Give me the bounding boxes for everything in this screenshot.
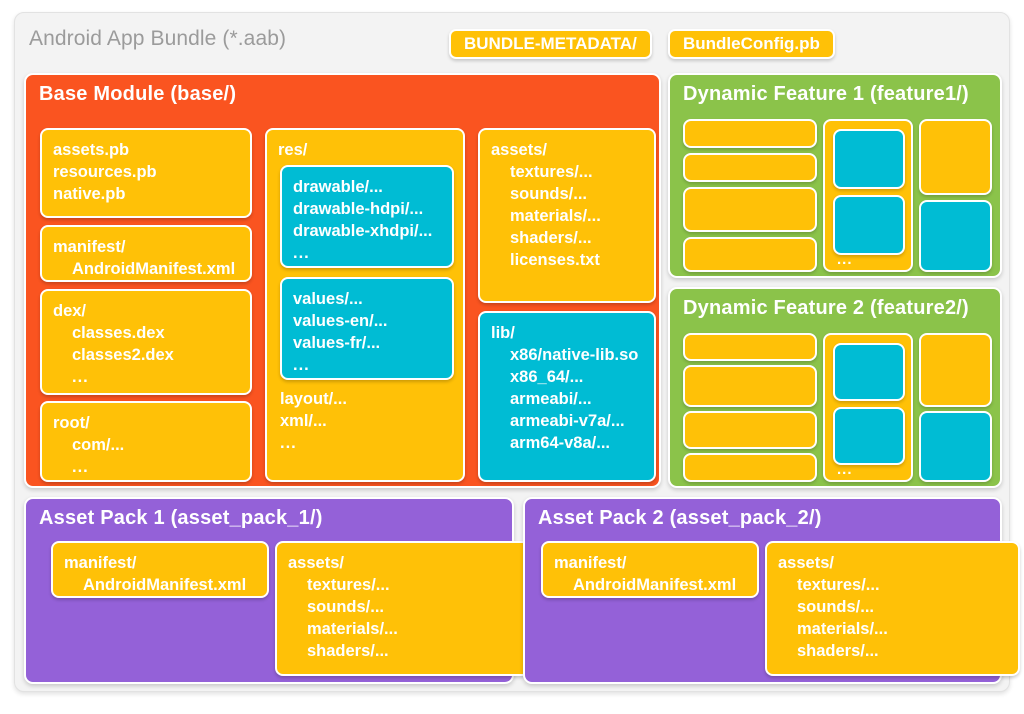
base-assets-card: assets/ textures/... sounds/... material… [478, 128, 656, 303]
card-line: manifest/ [64, 554, 137, 572]
asset-pack-1-title: Asset Pack 1 (asset_pack_1/) [39, 507, 323, 529]
base-manifest-card: manifest/ AndroidManifest.xml [40, 225, 252, 282]
card-line: arm64-v8a/... [510, 434, 610, 452]
card-line: shaders/... [510, 229, 592, 247]
feature-placeholder-group: ... [823, 333, 913, 482]
feature-placeholder-block [683, 333, 817, 361]
feature-placeholder-group: ... [823, 119, 913, 272]
card-line: dex/ [53, 302, 87, 320]
feature-placeholder-block [833, 407, 905, 465]
card-line: shaders/... [797, 642, 879, 660]
bundle-metadata-chip[interactable]: BUNDLE-METADATA/ [449, 29, 652, 59]
feature-placeholder-block [683, 365, 817, 407]
feature-placeholder-block [919, 411, 992, 482]
base-res-values-card: values/... values-en/... values-fr/... .… [280, 277, 454, 380]
base-proto-card: assets.pb resources.pb native.pb [40, 128, 252, 218]
base-lib-card: lib/ x86/native-lib.so x86_64/... armeab… [478, 311, 656, 482]
dynamic-feature-1-panel: Dynamic Feature 1 (feature1/) ... [668, 73, 1002, 278]
card-line: native.pb [53, 185, 126, 203]
card-line: ... [293, 244, 310, 262]
asset-pack-1-assets-card: assets/ textures/... sounds/... material… [275, 541, 530, 676]
dynamic-feature-1-title: Dynamic Feature 1 (feature1/) [683, 83, 969, 105]
base-module-title: Base Module (base/) [39, 83, 237, 105]
feature-placeholder-block [683, 237, 817, 272]
card-line: AndroidManifest.xml [573, 576, 737, 594]
card-line: manifest/ [554, 554, 627, 572]
card-line: assets.pb [53, 141, 130, 159]
card-line: materials/... [307, 620, 398, 638]
card-line: assets/ [778, 554, 834, 572]
base-res-drawable-card: drawable/... drawable-hdpi/... drawable-… [280, 165, 454, 268]
card-line: manifest/ [53, 238, 126, 256]
card-line: com/... [72, 436, 125, 454]
card-line: values-fr/... [293, 334, 381, 352]
asset-pack-2-manifest-card: manifest/ AndroidManifest.xml [541, 541, 759, 598]
card-line: sounds/... [797, 598, 875, 616]
feature-placeholder-block [919, 200, 992, 272]
feature-placeholder-block [683, 153, 817, 182]
asset-pack-1-manifest-card: manifest/ AndroidManifest.xml [51, 541, 269, 598]
card-line: licenses.txt [510, 251, 600, 269]
feature-placeholder-block [919, 119, 992, 195]
card-line: drawable-hdpi/... [293, 200, 424, 218]
dynamic-feature-2-title: Dynamic Feature 2 (feature2/) [683, 297, 969, 319]
page-title: Android App Bundle (*.aab) [29, 27, 287, 50]
card-line: res/ [278, 141, 308, 159]
feature-placeholder-block [919, 333, 992, 407]
card-line: x86_64/... [510, 368, 584, 386]
base-dex-card: dex/ classes.dex classes2.dex ... [40, 289, 252, 395]
card-line: sounds/... [307, 598, 385, 616]
card-line: AndroidManifest.xml [72, 260, 236, 278]
bundle-config-chip[interactable]: BundleConfig.pb [668, 29, 835, 59]
feature-placeholder-block [833, 343, 905, 401]
card-line: values/... [293, 290, 363, 308]
card-line: ... [72, 458, 89, 476]
card-line: sounds/... [510, 185, 588, 203]
card-line: ... [293, 356, 310, 374]
card-line: textures/... [510, 163, 593, 181]
card-line: armeabi-v7a/... [510, 412, 625, 430]
asset-pack-1-panel: Asset Pack 1 (asset_pack_1/) manifest/ A… [24, 497, 530, 684]
base-res-card: res/ drawable/... drawable-hdpi/... draw… [265, 128, 465, 482]
card-line: xml/... [280, 412, 327, 430]
feature-ellipsis: ... [837, 251, 853, 268]
card-line: assets/ [288, 554, 344, 572]
feature-placeholder-block [833, 129, 905, 189]
base-res-tail: layout/... xml/... ... [280, 388, 347, 454]
card-line: AndroidManifest.xml [83, 576, 247, 594]
feature-placeholder-block [683, 411, 817, 449]
asset-pack-2-assets-card: assets/ textures/... sounds/... material… [765, 541, 1020, 676]
feature-placeholder-block [683, 187, 817, 232]
card-line: values-en/... [293, 312, 388, 330]
card-line: layout/... [280, 390, 347, 408]
card-line: ... [280, 434, 297, 452]
asset-pack-2-title: Asset Pack 2 (asset_pack_2/) [538, 507, 822, 529]
asset-pack-2-panel: Asset Pack 2 (asset_pack_2/) manifest/ A… [523, 497, 1020, 684]
card-line: drawable/... [293, 178, 383, 196]
card-line: lib/ [491, 324, 515, 342]
card-line: textures/... [307, 576, 390, 594]
card-line: drawable-xhdpi/... [293, 222, 433, 240]
feature-placeholder-block [683, 119, 817, 148]
feature-ellipsis: ... [837, 461, 853, 478]
card-line: resources.pb [53, 163, 157, 181]
card-line: shaders/... [307, 642, 389, 660]
bundle-header: Android App Bundle (*.aab) BUNDLE-METADA… [15, 13, 1009, 71]
card-line: assets/ [491, 141, 547, 159]
card-line: classes.dex [72, 324, 165, 342]
dynamic-feature-2-panel: Dynamic Feature 2 (feature2/) ... [668, 287, 1002, 488]
card-line: materials/... [510, 207, 601, 225]
card-line: classes2.dex [72, 346, 174, 364]
feature-placeholder-block [833, 195, 905, 255]
base-root-card: root/ com/... ... [40, 401, 252, 482]
feature-placeholder-block [683, 453, 817, 482]
card-line: materials/... [797, 620, 888, 638]
card-line: textures/... [797, 576, 880, 594]
card-line: armeabi/... [510, 390, 592, 408]
card-line: root/ [53, 414, 90, 432]
card-line: ... [72, 368, 89, 386]
app-bundle-frame: Android App Bundle (*.aab) BUNDLE-METADA… [14, 12, 1020, 692]
card-line: x86/native-lib.so [510, 346, 639, 364]
